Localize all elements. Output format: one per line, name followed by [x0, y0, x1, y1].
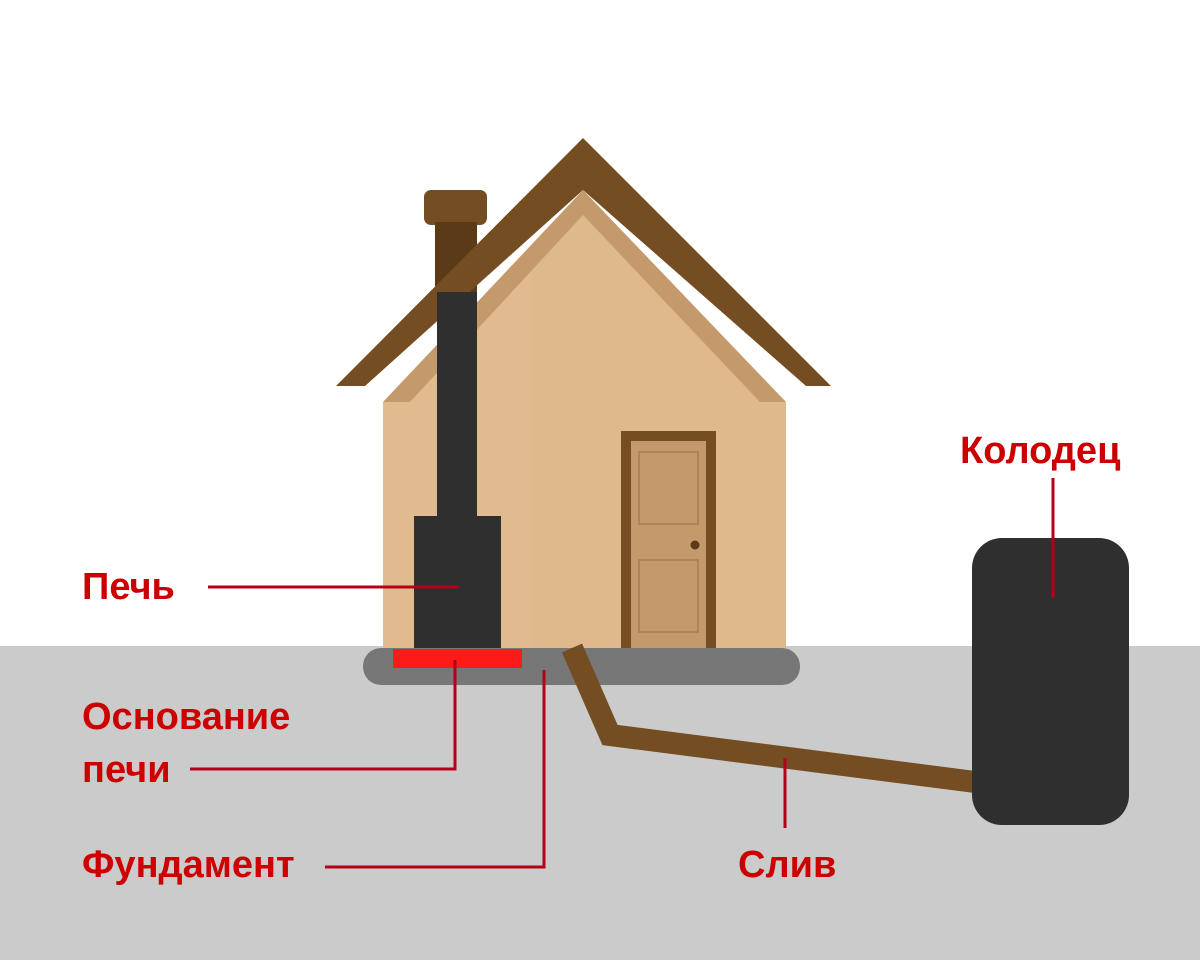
- roof: [336, 138, 831, 386]
- foundation-leader-line: [325, 670, 546, 869]
- stove-base-label-line2: печи: [82, 749, 171, 791]
- roof-shade: [383, 190, 786, 402]
- foundation-label: Фундамент: [82, 844, 295, 886]
- door-panel-top: [638, 451, 699, 525]
- drain-pipe: [561, 643, 977, 793]
- well-label: Колодец: [960, 430, 1121, 472]
- stove-pipe: [437, 292, 477, 517]
- stove-label: Печь: [82, 566, 175, 608]
- door-panel-bottom: [638, 559, 699, 633]
- stove-base: [393, 649, 522, 668]
- house-wall-shade: [532, 200, 786, 648]
- chimney-cap: [424, 190, 487, 225]
- stove: [414, 516, 501, 650]
- well: [972, 538, 1129, 825]
- drain-label: Слив: [738, 844, 837, 886]
- stove-base-label-line1: Основание: [82, 696, 291, 738]
- door-knob: [690, 540, 700, 550]
- stove-base-leader-line: [190, 660, 457, 771]
